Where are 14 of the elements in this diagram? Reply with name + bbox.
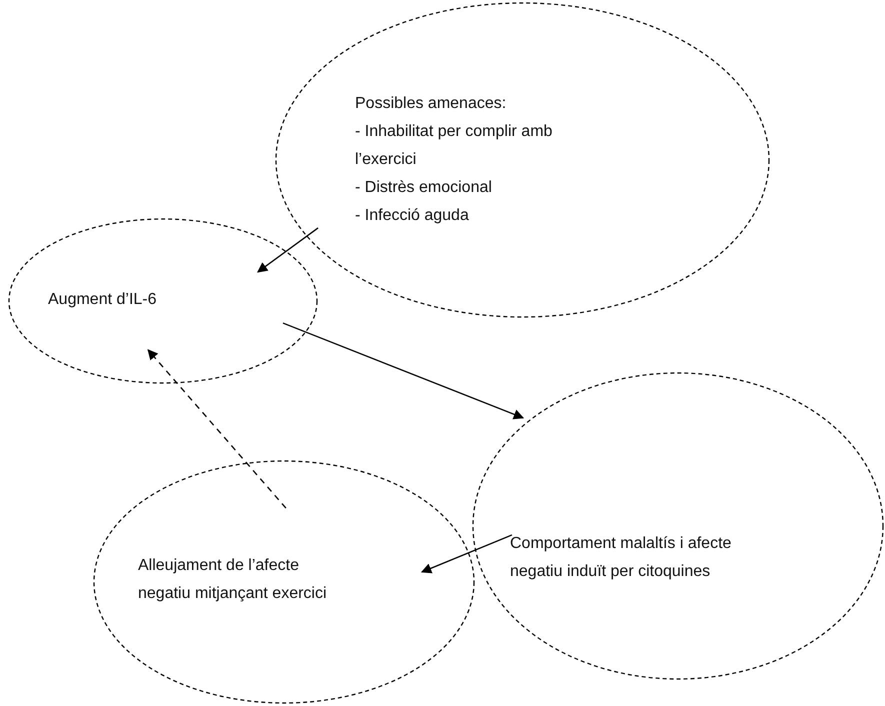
arrow xyxy=(257,227,318,273)
dashed-ellipse xyxy=(472,372,884,680)
arrow xyxy=(282,322,524,420)
heading: Possibles amenaces: xyxy=(355,94,508,114)
node-label: Comportament malaltís i afecte negatiu induït per citoquines xyxy=(510,534,732,582)
dashed-ellipse xyxy=(8,218,318,384)
node-label: Augment d’IL-6 xyxy=(48,290,158,310)
list-item: - Distrès emocional xyxy=(355,178,493,198)
list-item: - Inhabilitat per complir amb l’exercici xyxy=(355,122,554,170)
dashed-ellipse xyxy=(93,460,475,704)
dashed-ellipse xyxy=(275,2,770,318)
node-label: Alleujament de l’afecte negatiu mitjançant exercici xyxy=(138,556,328,604)
arrow xyxy=(147,349,286,508)
list-item: - Infecció aguda xyxy=(355,206,470,226)
